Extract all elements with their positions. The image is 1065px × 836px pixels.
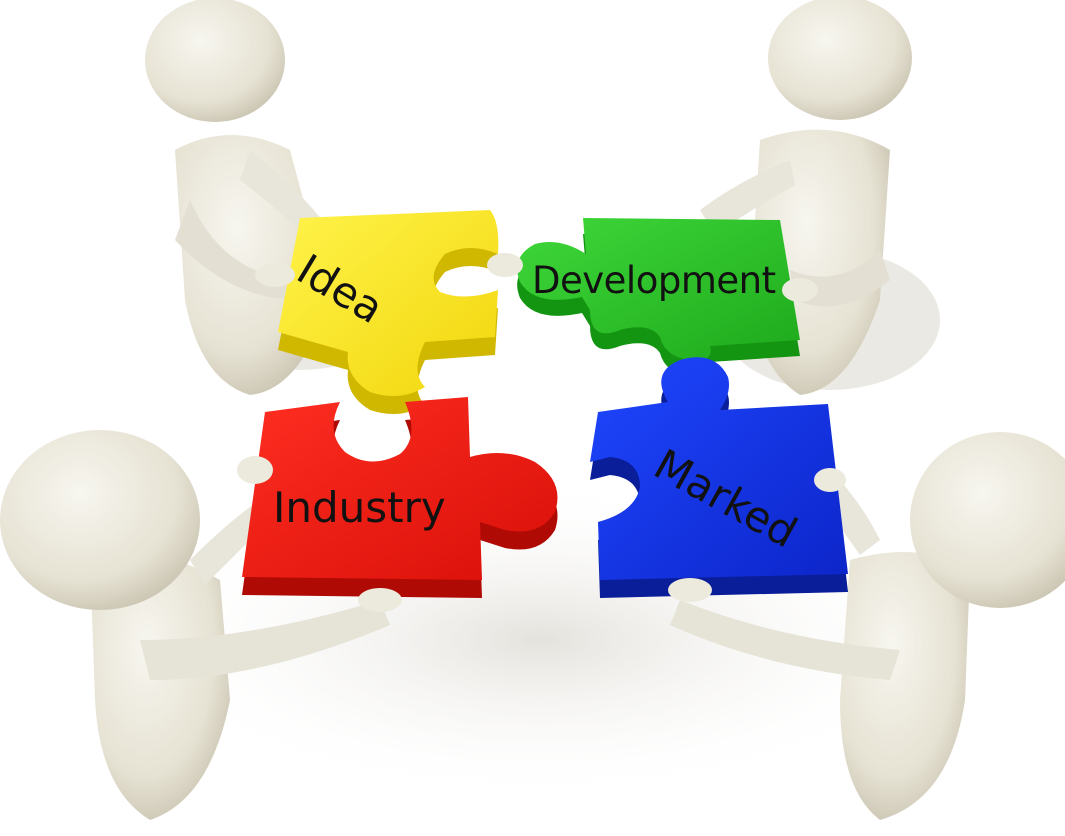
figure-bottom-left xyxy=(0,430,390,820)
hands xyxy=(237,253,846,612)
puzzle-piece-idea xyxy=(278,210,499,414)
industry-label: Industry xyxy=(273,483,446,532)
figure-bottom-right xyxy=(670,432,1065,820)
development-label: Development xyxy=(532,259,776,302)
puzzle-piece-marked xyxy=(590,357,848,598)
puzzle-piece-industry xyxy=(242,397,558,598)
puzzle-piece-development xyxy=(517,218,800,377)
